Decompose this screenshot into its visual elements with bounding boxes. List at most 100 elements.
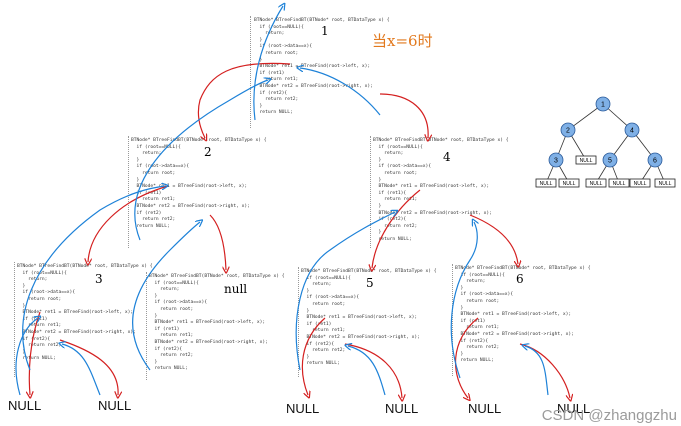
tree-node-label: 3	[554, 158, 558, 165]
code-line: if (ret1)	[131, 190, 162, 196]
code-line: if (root->data==x){	[149, 300, 208, 306]
tree-null-label: NULL	[659, 181, 672, 187]
code-line: BTNode* BTreeFindBT(BTNode* root, BTData…	[254, 18, 390, 23]
code-line: if (root==NULL){	[254, 24, 304, 30]
tree-node-label: 2	[566, 128, 570, 135]
condition-note: 当x=6时	[372, 32, 433, 50]
tree-null-label: NULL	[563, 181, 576, 187]
red-call-arrows	[29, 62, 570, 398]
null-label: NULL	[8, 398, 42, 413]
watermark: CSDN @zhanggzhu	[541, 407, 677, 424]
code-line: BTNode* ret2 = BTreeFind(root->right, x)…	[373, 210, 492, 216]
code-line: }	[373, 177, 382, 183]
code-line: BTNode* ret1 = BTreeFind(root->left, x);	[149, 320, 266, 326]
code-block: BTNode* BTreeFindBT(BTNode* root, BTData…	[131, 138, 267, 230]
code-line: return ret2;	[131, 217, 176, 223]
block-label-4: 4	[443, 150, 451, 164]
code-line: if (ret2){	[17, 336, 51, 342]
code-block: BTNode* BTreeFindBT(BTNode* root, BTData…	[17, 264, 153, 363]
code-line: return;	[149, 287, 180, 293]
code-line: return NULL;	[149, 366, 188, 372]
code-line: }	[373, 230, 382, 236]
code-line: }	[149, 359, 158, 365]
tree-node-label: 4	[630, 128, 634, 135]
tree-node	[647, 152, 663, 168]
code-line: return ret1;	[301, 328, 346, 334]
code-line: if (root->data==x){	[455, 292, 514, 298]
code-line: if (ret1)	[301, 321, 332, 327]
code-line: BTNode* ret2 = BTreeFind(root->right, x)…	[455, 331, 574, 337]
code-gutter	[452, 264, 453, 376]
null-label: NULL	[385, 401, 419, 416]
code-line: return ret2;	[254, 97, 299, 103]
code-block: BTNode* BTreeFindBT(BTNode* root, BTData…	[254, 18, 390, 117]
tree-null-label: NULL	[634, 181, 647, 187]
code-line: if (ret2)	[131, 210, 162, 216]
code-line: if (ret1)	[254, 70, 285, 76]
code-gutter	[298, 267, 299, 377]
code-line: return ret1;	[455, 325, 500, 331]
code-line: if (root==NULL){	[301, 275, 351, 281]
tree-node	[595, 96, 611, 112]
code-line: if (root==NULL){	[17, 270, 67, 276]
code-line: return ret1;	[131, 197, 176, 203]
code-line: }	[17, 283, 26, 289]
null-label: NULL	[468, 401, 502, 416]
tree-null-label: NULL	[590, 181, 603, 187]
tree-null-label: NULL	[540, 181, 553, 187]
code-line: if (ret2){	[149, 346, 183, 352]
code-line: if (root==NULL){	[131, 144, 181, 150]
code-block: BTNode* BTreeFindBT(BTNode* root, BTData…	[149, 274, 285, 373]
code-line: if (root==NULL){	[455, 272, 505, 278]
code-line: return;	[455, 279, 486, 285]
code-line: }	[17, 349, 26, 355]
tree-null-box	[608, 178, 630, 188]
tree-edges	[545, 103, 666, 184]
code-line: BTNode* BTreeFindBT(BTNode* root, BTData…	[17, 264, 153, 269]
code-line: }	[149, 293, 158, 299]
tree-node-label: 1	[601, 102, 605, 109]
tree-null-box	[654, 178, 676, 188]
code-line: if (root==NULL){	[149, 280, 199, 286]
blue-return-arrows	[15, 6, 549, 396]
code-line: return NULL;	[131, 223, 170, 229]
tree-null-box	[575, 155, 597, 165]
code-line: return root;	[131, 170, 176, 176]
tree-node-label: 5	[608, 158, 612, 165]
code-line: if (root==NULL){	[373, 144, 423, 150]
code-line: BTNode* ret2 = BTreeFind(root->right, x)…	[301, 334, 420, 340]
code-line: }	[301, 308, 310, 314]
code-line: if (ret1)	[455, 318, 486, 324]
tree-null-label: NULL	[613, 181, 626, 187]
code-line: return ret1;	[17, 323, 62, 329]
code-block: BTNode* BTreeFindBT(BTNode* root, BTData…	[301, 269, 437, 368]
code-line: BTNode* ret1 = BTreeFind(root->left, x);	[455, 312, 572, 318]
code-line: if (ret2){	[373, 217, 407, 223]
code-line: }	[254, 37, 263, 43]
tree-null-box	[535, 178, 557, 188]
code-line: if (root->data==x){	[131, 164, 190, 170]
code-line: if (ret2){	[301, 341, 335, 347]
null-label: NULL	[286, 401, 320, 416]
code-line: }	[301, 288, 310, 294]
code-line: BTNode* BTreeFindBT(BTNode* root, BTData…	[149, 274, 285, 279]
code-line: return ret2;	[373, 223, 418, 229]
code-line: if (root->data==x){	[301, 295, 360, 301]
null-label: NULL	[98, 398, 132, 413]
tree-node	[602, 152, 618, 168]
block-label-2: 2	[204, 145, 212, 159]
code-line: return;	[254, 31, 285, 37]
code-line: }	[455, 351, 464, 357]
code-line: }	[455, 305, 464, 311]
code-line: return ret2;	[455, 345, 500, 351]
code-line: return NULL;	[455, 358, 494, 364]
code-gutter	[146, 272, 147, 380]
tree-node-label: 6	[653, 158, 657, 165]
code-line: BTNode* BTreeFindBT(BTNode* root, BTData…	[373, 138, 509, 143]
code-line: }	[131, 177, 140, 183]
code-line: BTNode* ret1 = BTreeFind(root->left, x);	[301, 315, 418, 321]
code-line: }	[149, 313, 158, 319]
code-line: BTNode* ret1 = BTreeFind(root->left, x);	[373, 184, 490, 190]
code-line: return root;	[149, 306, 194, 312]
code-gutter	[14, 262, 15, 377]
